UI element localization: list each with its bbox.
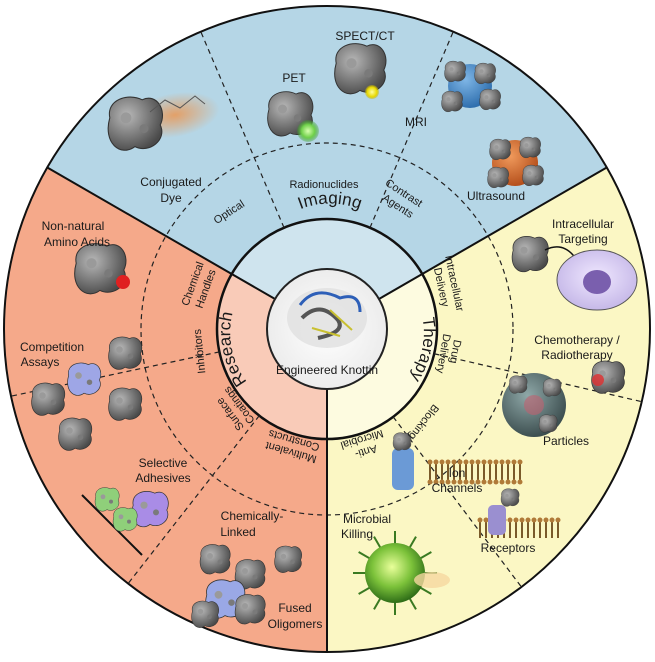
center-label: Engineered Knottin	[276, 363, 378, 377]
protein-blob-icon	[334, 43, 387, 95]
radio-dot-icon	[592, 374, 604, 386]
protein-blob-icon	[542, 378, 562, 397]
protein-blob-icon	[274, 545, 302, 573]
label-selective-adhesives-1: Selective	[139, 456, 188, 470]
receptor-icon	[488, 505, 506, 535]
outer-labels: Conjugated Dye PET SPECT/CT MRI Ultrasou…	[20, 29, 620, 631]
drug-core-icon	[524, 395, 544, 415]
label-intracellular-targeting-2: Targeting	[558, 232, 607, 246]
ring-label-inhibitors: Inhibitors	[192, 328, 209, 374]
protein-blob-icon	[519, 136, 541, 159]
label-fused-oligomers-2: Oligomers	[268, 617, 323, 631]
protein-blob-icon	[489, 138, 511, 161]
label-mri: MRI	[405, 115, 427, 129]
protein-blob-icon	[487, 166, 509, 189]
burst-icon	[414, 572, 450, 588]
protein-blob-icon	[444, 60, 466, 83]
dividers	[3, 5, 651, 653]
label-chemically-linked-2: Linked	[220, 525, 255, 539]
protein-blob-icon	[474, 62, 496, 85]
label-chemotherapy-1: Chemotherapy /	[534, 333, 620, 347]
protein-blob-icon	[131, 491, 169, 528]
protein-blob-icon	[441, 90, 463, 113]
protein-blob-icon	[31, 382, 66, 416]
label-ion-channels-1: Ion	[449, 466, 466, 480]
protein-blob-icon	[392, 432, 412, 451]
protein-blob-icon	[479, 88, 501, 111]
label-intracellular-targeting-1: Intracellular	[552, 217, 614, 231]
protein-blob-icon	[58, 417, 93, 451]
ring-label-radionuclides: Radionuclides	[289, 179, 359, 191]
protein-blob-icon	[199, 544, 231, 575]
protein-blob-icon	[108, 336, 143, 370]
label-spect-ct: SPECT/CT	[335, 29, 395, 43]
protein-blob-icon	[538, 414, 558, 433]
sector-inner-research	[216, 274, 327, 439]
label-ion-channels-2: Channels	[432, 481, 483, 495]
protein-blob-icon	[522, 164, 544, 187]
sector-inner-therapy	[327, 274, 437, 439]
microbe-icon	[353, 531, 437, 615]
label-selective-adhesives-2: Adhesives	[135, 471, 190, 485]
dye-molecule-icon	[149, 95, 206, 113]
main-divider	[378, 166, 608, 300]
label-conjugated-dye-2: Dye	[160, 191, 182, 205]
label-chemotherapy-2: Radiotherapy	[541, 348, 612, 362]
nucleus-icon	[583, 270, 611, 294]
label-receptors: Receptors	[481, 541, 536, 555]
label-non-natural-2: Amino Acids	[44, 235, 110, 249]
protein-blob-icon	[234, 594, 266, 625]
knottin-structure-icon	[287, 288, 367, 348]
label-competition-assays-1: Competition	[20, 340, 84, 354]
amino-acid-marker-icon	[116, 275, 130, 289]
membrane-icon	[427, 459, 523, 485]
protein-blob-icon	[234, 559, 266, 590]
protein-blob-icon	[107, 96, 163, 151]
ion-channel-icon	[392, 448, 414, 490]
protein-blob-icon	[508, 375, 528, 394]
center-hub: Engineered Knottin	[266, 268, 388, 390]
label-competition-assays-2: Assays	[21, 355, 60, 369]
spect-tracer-icon	[365, 85, 379, 99]
ring-label-drug-1: Drug	[447, 339, 463, 365]
sector-inner-imaging	[231, 219, 423, 299]
pet-tracer-icon	[297, 120, 319, 142]
protein-blob-icon	[94, 487, 120, 512]
label-fused-oligomers-1: Fused	[278, 601, 311, 615]
protein-blob-icon	[191, 600, 219, 628]
protein-blob-icon	[67, 362, 102, 396]
illustrations	[31, 43, 638, 628]
label-non-natural-1: Non-natural	[42, 219, 105, 233]
protein-blob-icon	[500, 488, 520, 507]
main-divider	[46, 166, 276, 300]
label-pet: PET	[282, 71, 306, 85]
protein-blob-icon	[74, 243, 127, 295]
label-microbial-killing-1: Microbial	[343, 512, 391, 526]
surface-icon	[81, 494, 143, 556]
label-conjugated-dye-1: Conjugated	[140, 175, 201, 189]
label-ultrasound: Ultrasound	[467, 189, 525, 203]
protein-blob-icon	[108, 387, 143, 421]
label-microbial-killing-2: Killing	[341, 527, 373, 541]
protein-blob-icon	[112, 507, 138, 532]
protein-blob-icon	[511, 236, 549, 273]
label-chemically-linked-1: Chemically-	[221, 509, 284, 523]
label-particles: Particles	[543, 434, 589, 448]
